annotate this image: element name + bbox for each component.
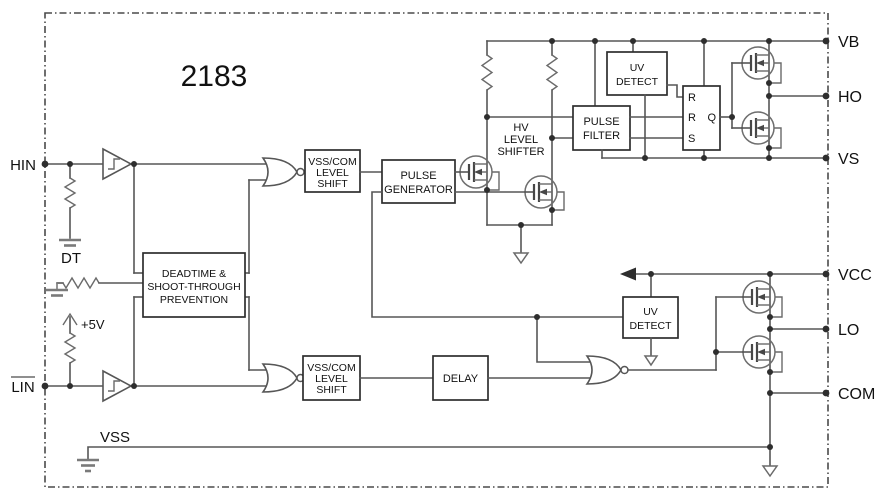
high-side-latch-section: PULSE FILTER UV DETECT R R S Q [572,40,827,159]
low-side-output-stage [715,273,827,478]
vsscom-low-label-1: VSS/COM [307,362,355,374]
latch-r2-label: R [688,112,696,124]
hin-resistor-ground-symbol [59,238,81,247]
pulse-filter-label-2: FILTER [583,130,620,142]
hysteresis-icon [108,380,120,392]
latch-r1-label: R [688,92,696,104]
uv-shutdown-arrow [643,355,659,367]
nor-gate-high [261,157,305,187]
vss-ground-symbol [77,458,99,473]
plus5v-arrow-icon [62,312,78,326]
vsscom-low-label-3: SHIFT [316,384,347,396]
hv-source-ground-arrow [512,252,530,265]
lin-schmitt-buffer [102,369,133,403]
lin-input-section: +5V LIN [11,312,268,403]
dt-label: DT [61,250,81,267]
deadtime-label-1: DEADTIME & [162,268,226,280]
junction-dots [41,37,830,450]
low-side-path: VSS/COM LEVEL SHIFT DELAY [261,191,717,401]
deadtime-label-2: SHOOT-THROUGH [147,281,240,293]
hin-pin-label: HIN [10,157,36,174]
vsscom-shift-low-block [302,355,361,401]
hysteresis-icon [108,158,120,170]
svg-text:LIN: LIN [11,379,34,396]
vcc-internal-supply-arrow [620,267,636,281]
vs-pin-label: VS [838,151,859,168]
rs-latch-block [682,85,721,151]
low-side-branch-wire [371,191,624,318]
hin-schmitt-buffer [102,147,133,181]
part-number-title: 2183 [181,60,248,93]
dt-section: DT [46,250,144,297]
lin-pin-label: LIN [11,376,35,396]
vsscom-high-label-2: LEVEL [316,167,349,179]
uv-detect-high-label-2: DETECT [616,76,659,88]
delay-block [432,355,489,401]
right-pin-labels: VB HO VS VCC LO COM [838,34,875,403]
high-side-path: VSS/COM LEVEL SHIFT PULSE GENERATOR [261,149,526,204]
pulse-filter-block [572,105,631,151]
com-ground-arrow [761,465,779,478]
hv-level-shifter-label-1: HV [513,122,529,134]
hv-resistor-left [480,54,494,91]
uv-detect-low-label-2: DETECT [630,320,673,332]
hin-pulldown-resistor [63,177,77,209]
vss-line [87,446,771,460]
plus5v-supply: +5V [62,312,105,387]
uv-detect-high-block [606,51,668,96]
deadtime-block: DEADTIME & SHOOT-THROUGH PREVENTION [133,163,268,387]
vb-pin-label: VB [838,34,859,51]
high-side-output-stage [731,40,827,159]
lin-pullup-resistor [63,332,77,364]
vss-label: VSS [100,429,130,446]
uv-detect-high-label-1: UV [630,62,645,74]
nor-gate-low [261,363,305,393]
vss-section: VSS [77,429,771,473]
pulse-filter-label-1: PULSE [583,116,619,128]
latch-q-label: Q [707,112,716,124]
hv-resistor-right [545,54,559,91]
delay-label: DELAY [443,373,479,385]
ho-pin-label: HO [838,89,862,106]
uv-detect-low-label-1: UV [643,306,658,318]
vsscom-high-label-1: VSS/COM [308,156,356,168]
vcc-pin-label: VCC [838,267,872,284]
pulse-generator-label-1: PULSE [400,170,436,182]
vsscom-high-label-3: SHIFT [317,178,348,190]
vcc-uv-section: UV DETECT [620,267,827,367]
hv-level-shifter-label-2: LEVEL [504,134,538,146]
plus5v-label: +5V [81,317,105,332]
hv-level-shifter-label-3: SHIFTER [497,146,544,158]
hin-input-section: HIN [10,147,268,247]
deadtime-label-3: PREVENTION [160,294,228,306]
pulse-generator-label-2: GENERATOR [384,184,453,196]
latch-s-label: S [688,133,695,145]
nor-gate-output [585,355,629,385]
dt-ground-symbol [46,283,68,297]
com-pin-label: COM [838,386,875,403]
pulse-generator-block [381,159,456,204]
dt-resistor [62,276,100,290]
lo-pin-label: LO [838,322,859,339]
ic-boundary [44,12,829,488]
vsscom-low-label-2: LEVEL [315,373,348,385]
vsscom-shift-high-block [304,149,361,193]
uv-detect-low-block [622,296,679,339]
